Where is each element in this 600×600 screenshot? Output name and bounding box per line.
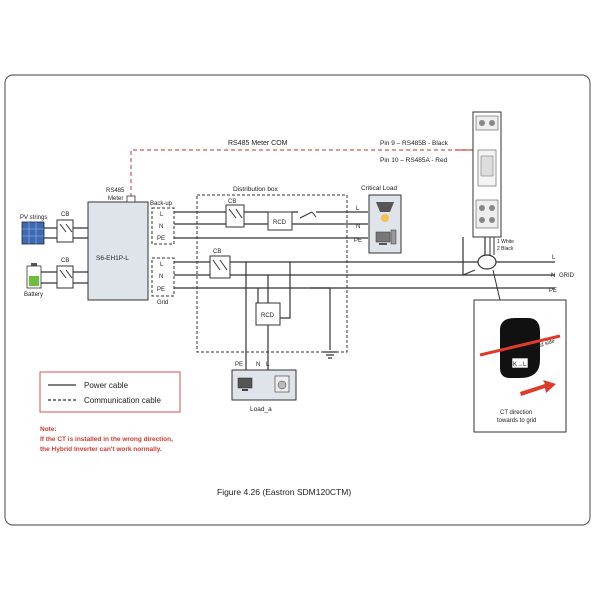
grid-N-label: N: [551, 273, 555, 279]
tv-icon: [237, 377, 253, 391]
load-branch-wires: [245, 262, 291, 370]
pv-wires: [44, 227, 88, 239]
ct-leads: [489, 237, 495, 255]
crit-PE: PE: [354, 238, 362, 244]
ct-callout-line: [492, 269, 501, 301]
backup-rcd-box: [267, 211, 293, 231]
load-PE: PE: [235, 362, 243, 368]
ct-cable-red: [479, 334, 561, 357]
grid-terminal-label: Grid: [157, 300, 168, 306]
backup-L: L: [160, 212, 164, 218]
grid-label: GRID: [559, 273, 575, 279]
ct-clamp-icon: K→L: [500, 318, 540, 378]
lamp-icon: [376, 202, 394, 222]
ct-direction-arrow: [520, 380, 556, 396]
rs485-comm-cable: [130, 149, 478, 197]
eastron-meter: [472, 111, 502, 238]
battery-cb-label: CB: [61, 258, 69, 264]
note-line-1: If the CT is installed in the wrong dire…: [40, 436, 173, 443]
distribution-box: [196, 194, 348, 353]
backup-terminal: [151, 207, 175, 245]
critical-load-label: Critical Load: [361, 185, 398, 192]
backup-rcd-switch: [299, 211, 317, 219]
distribution-box-label: Distribution box: [233, 186, 279, 193]
washer-icon: [274, 375, 290, 393]
inverter-label: S6-EH1P-L: [96, 255, 129, 262]
load-L: L: [266, 362, 270, 368]
grid-L-label: L: [552, 255, 556, 261]
backup-cb-switch: [228, 208, 243, 219]
pin10-label: Pin 10 – RS485A - Red: [380, 157, 448, 164]
meter-port: [126, 195, 136, 203]
rs485-meter-com-label: RS485 Meter COM: [228, 140, 288, 147]
pv-cb-switch: [59, 223, 73, 233]
ct-direction-label: CT direction: [500, 410, 532, 416]
pin9-label: Pin 9 – RS485B - Black: [380, 140, 449, 147]
load-N: N: [256, 362, 260, 368]
inverter-box: [87, 201, 149, 301]
battery-wires: [41, 271, 88, 284]
outer-frame: [4, 74, 591, 526]
rs485-port-label: RS485: [106, 188, 125, 194]
ct-clamp-ring: [477, 254, 497, 270]
ct-clamp-label: K→L: [513, 362, 527, 368]
battery-cb-switch: [59, 269, 73, 279]
legend-power-cable: Power cable: [84, 381, 129, 390]
legend-communication-cable: Communication cable: [84, 396, 161, 405]
grid-cb-box: [209, 255, 231, 279]
legend-box: [39, 371, 181, 413]
grid-PE-label: PE: [549, 288, 557, 294]
crit-N: N: [356, 224, 360, 230]
pv-strings-label: PV strings: [20, 215, 47, 221]
ct-arrow: [462, 269, 476, 276]
pv-cb-label: CB: [61, 212, 69, 218]
load-rcd-label: RCD: [261, 313, 275, 319]
grid-N: N: [159, 274, 163, 280]
ct-black-label: 2 Black: [497, 246, 514, 252]
grid-cb-label: CB: [213, 249, 221, 255]
computer-icon: [375, 229, 397, 245]
ct-white-label: 1 White: [497, 239, 514, 245]
grid-cb-switch: [212, 259, 228, 271]
backup-label: Back-up: [150, 201, 173, 207]
load-a-label: Load_a: [250, 406, 272, 413]
backup-cb-label: CB: [228, 199, 236, 205]
grid-PE: PE: [157, 287, 165, 293]
note-title: Note:: [40, 426, 57, 433]
figure-caption: Figure 4.26 (Eastron SDM120CTM): [217, 487, 351, 497]
backup-PE: PE: [157, 236, 165, 242]
battery-label: Battery: [24, 292, 43, 298]
earth-symbol: [310, 287, 337, 359]
ct-direction-label-2: towards to grid: [497, 418, 536, 424]
grid-L: L: [160, 262, 164, 268]
grid-terminal: [151, 257, 175, 297]
note-line-2: the Hybrid Inverter can't work normally.: [40, 446, 162, 453]
pv-panel-icon: [21, 221, 45, 245]
backup-N: N: [159, 224, 163, 230]
crit-L: L: [356, 206, 360, 212]
backup-rcd-label: RCD: [273, 220, 287, 226]
battery-icon: [26, 263, 42, 289]
meter-port-label: Meter: [108, 196, 123, 202]
